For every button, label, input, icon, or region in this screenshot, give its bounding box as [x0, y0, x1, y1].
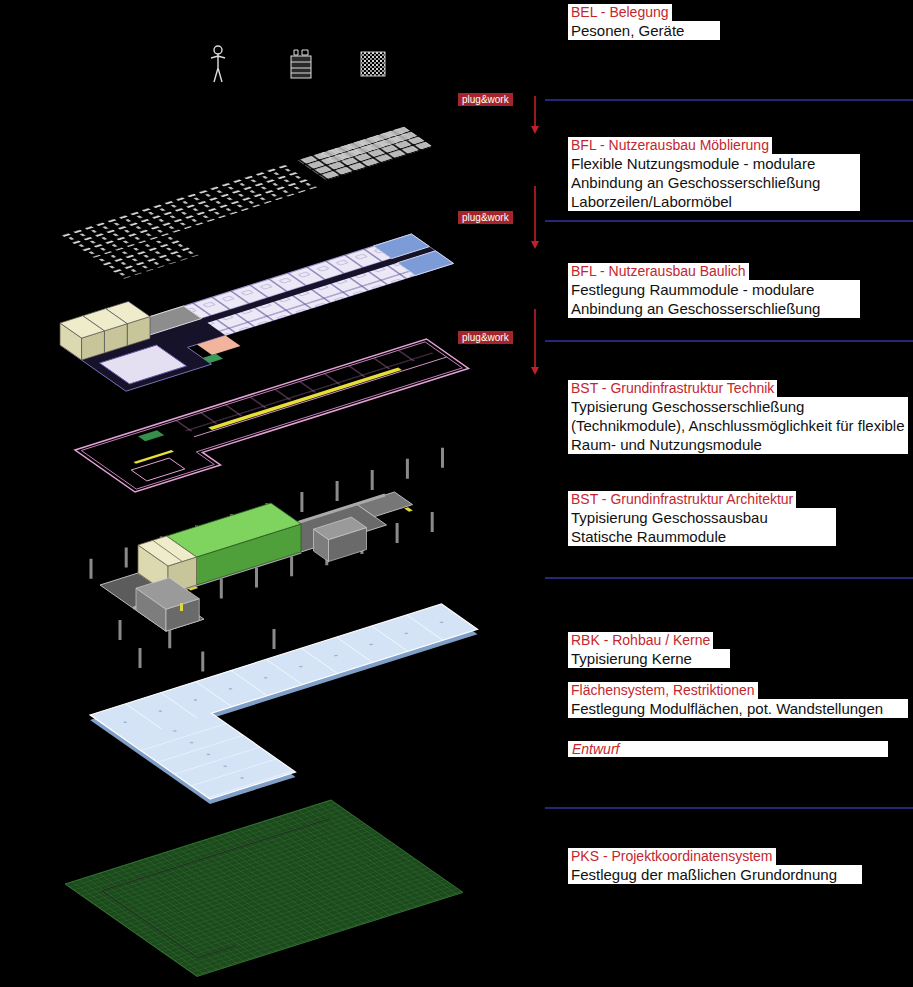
- services-layer-part: [131, 458, 185, 481]
- structure-layer-part: [167, 503, 302, 557]
- plug-arrows-part: [534, 96, 536, 127]
- room-layer-part-part: [203, 354, 224, 363]
- structure-layer-part: [138, 536, 197, 566]
- layer-heading: PKS - Projektkoordinatensystem: [568, 848, 776, 865]
- layer-heading: BFL - Nutzerausbau Möblierung: [568, 137, 772, 154]
- layer-description: Typisierung Kerne: [568, 649, 730, 668]
- room-layer-part-part: [197, 335, 241, 355]
- room-layer-part-part: [100, 345, 187, 384]
- furniture-layer-part: [60, 126, 467, 279]
- layer-label: BEL - BelegungPesonen, Geräte: [568, 3, 720, 40]
- plug-arrows-part: [534, 186, 536, 242]
- structure-layer-part: [100, 492, 461, 631]
- plug-arrows-part: [534, 309, 536, 368]
- person-icon-part: [214, 46, 222, 54]
- layer-heading: Entwurf: [568, 741, 888, 757]
- person-icon-part: [211, 54, 225, 82]
- layer-heading: RBK - Rohbau / Kerne: [568, 632, 713, 649]
- layer-description: Typisierung Geschosserschließung (Techni…: [568, 397, 908, 454]
- equipment-icon-part: [361, 52, 385, 76]
- column-posts: [91, 448, 443, 672]
- structure-layer-part: [136, 578, 199, 610]
- equipment-icon: [361, 52, 385, 76]
- layer-label: BST - Grundinfrastruktur TechnikTypisier…: [568, 379, 908, 454]
- design-bar: Entwurf: [568, 741, 888, 757]
- structure-layer: [91, 448, 461, 672]
- structure-layer-part-part: [404, 507, 413, 512]
- device-icon: [291, 50, 311, 78]
- plug-work-tag: plug&work: [458, 211, 513, 224]
- services-layer-part: [208, 367, 402, 430]
- divider-lines-part: [545, 99, 913, 101]
- layer-description: Typisierung Geschossausbau Statische Rau…: [568, 508, 836, 546]
- structure-layer-part: [180, 603, 183, 611]
- area-layer-part-part: [90, 604, 478, 740]
- layer-heading: BFL - Nutzerausbau Baulich: [568, 263, 749, 280]
- divider-lines: [545, 100, 913, 808]
- services-layer-part: [75, 339, 487, 492]
- services-layer-part: [172, 344, 435, 433]
- room-layer: [60, 234, 478, 391]
- furniture-layer-part-part: [298, 126, 433, 180]
- services-layer-part: [138, 430, 164, 441]
- plug-arrows-part: [531, 126, 539, 134]
- device-icon-part: [291, 50, 311, 73]
- divider-lines-part: [545, 220, 913, 222]
- layer-label: PKS - ProjektkoordinatensystemFestlegug …: [568, 847, 862, 884]
- room-layer-part-part: [398, 251, 454, 276]
- layer-description: Flexible Nutzungsmodule - modulare Anbin…: [568, 154, 860, 211]
- layer-label: RBK - Rohbau / KerneTypisierung Kerne: [568, 631, 730, 668]
- structure-layer-part: [153, 541, 182, 562]
- area-layer-part-part: [90, 604, 562, 799]
- room-layer-part: [60, 316, 104, 338]
- layer-description: Festlegung Modulflächen, pot. Wandstellu…: [568, 699, 908, 718]
- layer-description: Festlegug der maßlichen Grundordnung: [568, 865, 862, 884]
- layer-heading: BST - Grundinfrastruktur Architektur: [568, 491, 796, 508]
- services-layer: [75, 339, 487, 492]
- area-layer-part: [90, 604, 562, 799]
- divider-lines-part: [545, 807, 913, 809]
- room-layer-part-part: [208, 263, 416, 336]
- services-layer-part: [134, 450, 174, 464]
- layer-heading: plug&work: [458, 211, 513, 224]
- furniture-layer: [60, 126, 467, 279]
- layer-description: Festlegung Raummodule - modulare Anbindu…: [568, 280, 860, 318]
- furniture-layer-part-part-part: [318, 129, 412, 164]
- grid-layer-part: [65, 800, 463, 976]
- plug-work-tag: plug&work: [458, 93, 513, 106]
- grid-layer: [65, 800, 463, 976]
- plug-arrows-part: [531, 367, 539, 375]
- plug-arrows: [531, 96, 539, 375]
- layer-heading: plug&work: [458, 93, 513, 106]
- plug-arrows-part: [531, 241, 539, 249]
- layer-heading: BEL - Belegung: [568, 4, 672, 21]
- divider-lines-part: [545, 340, 913, 342]
- grid-layer-part: [65, 800, 463, 976]
- layer-label: BFL - Nutzerausbau MöblierungFlexible Nu…: [568, 136, 860, 211]
- plug-work-tag: plug&work: [458, 331, 513, 344]
- furniture-layer-part-part: [60, 163, 321, 258]
- layer-label: Flächensystem, RestriktionenFestlegung M…: [568, 681, 908, 718]
- area-layer: [90, 604, 562, 804]
- furniture-layer-part-part: [96, 236, 199, 279]
- layer-label: BST - Grundinfrastruktur ArchitekturTypi…: [568, 490, 836, 546]
- layer-label: BFL - Nutzerausbau BaulichFestlegung Rau…: [568, 262, 860, 318]
- area-layer-part-part: [126, 713, 296, 799]
- room-layer-part: [60, 234, 478, 391]
- room-layer-part-part: [60, 234, 478, 391]
- divider-lines-part: [545, 577, 913, 579]
- layer-heading: plug&work: [458, 331, 513, 344]
- grid-layer-part: [102, 819, 426, 958]
- services-layer-part: [194, 357, 447, 437]
- layer-heading: BST - Grundinfrastruktur Technik: [568, 380, 777, 397]
- device-icon-part: [291, 56, 311, 78]
- layer-heading: Flächensystem, Restriktionen: [568, 682, 758, 699]
- person-icon: [211, 46, 225, 82]
- furniture-layer-part: [318, 129, 412, 164]
- services-layer-part: [81, 342, 480, 489]
- structure-layer-part: [314, 517, 367, 540]
- furniture-layer-part-part: [318, 129, 412, 164]
- layer-description: Pesonen, Geräte: [568, 21, 720, 40]
